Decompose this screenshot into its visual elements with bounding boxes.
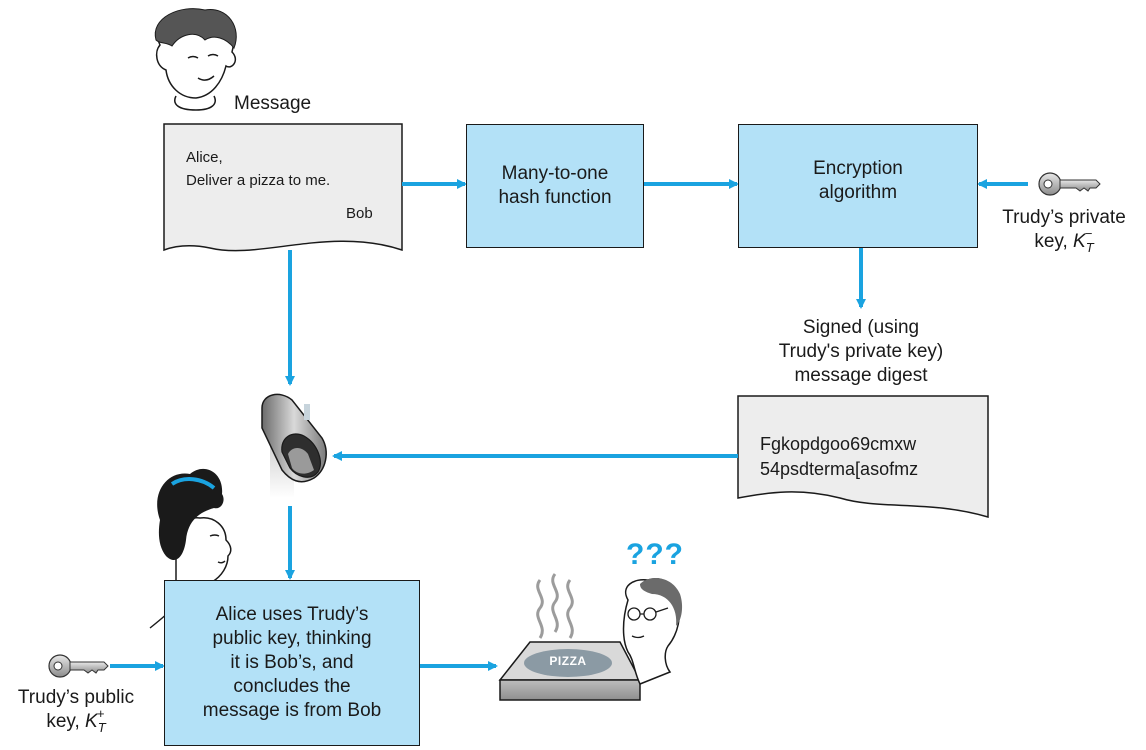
- signed-caption-line1: Signed (using: [802, 317, 920, 338]
- steam-icon: [536, 573, 574, 639]
- private-key-symbol: K: [1073, 231, 1086, 252]
- pizza-box-icon: [498, 641, 642, 701]
- alice-box-line4: concludes the: [233, 676, 351, 697]
- private-key-sup: −: [1084, 226, 1093, 241]
- person-bob-icon: [154, 8, 237, 111]
- flow-arrows: [110, 179, 1028, 671]
- private-key-line1: Trudy’s private: [1002, 207, 1126, 228]
- alice-box-line3: it is Bob’s, and: [230, 652, 354, 673]
- private-key-prefix: key,: [1034, 231, 1074, 252]
- encrypt-box-line2: algorithm: [818, 182, 898, 203]
- message-signature: Bob: [346, 205, 373, 222]
- encrypt-box-line1: Encryption: [813, 158, 903, 179]
- question-marks: ???: [626, 538, 684, 571]
- signed-caption-line2: Trudy's private key): [778, 341, 944, 362]
- alice-box-line5: message is from Bob: [202, 700, 382, 721]
- public-key-symbol: K: [85, 711, 98, 732]
- public-key-prefix: key,: [46, 711, 86, 732]
- signed-caption-line3: message digest: [794, 365, 928, 386]
- key-icon: [48, 654, 109, 678]
- digest-line1: Fgkopdgoo69cmxw: [760, 434, 917, 454]
- public-key-line2: key, KT+: [0, 706, 152, 740]
- public-key-line1: Trudy’s public: [17, 687, 135, 708]
- private-key-label: Trudy’s private key, KT−: [984, 206, 1144, 260]
- message-greeting: Alice,: [186, 149, 223, 166]
- hash-function-box: Many-to-one hash function: [466, 124, 644, 248]
- alice-conclusion-box: Alice uses Trudy’s public key, thinking …: [164, 580, 420, 746]
- hash-box-line1: Many-to-one: [501, 163, 609, 184]
- public-key-sup: +: [96, 706, 105, 721]
- alice-box-line1: Alice uses Trudy’s: [215, 604, 369, 625]
- private-key-line2: key, KT−: [984, 226, 1144, 260]
- message-document: [163, 123, 403, 252]
- public-key-label: Trudy’s public key, KT+: [0, 686, 152, 740]
- key-icon: [1038, 172, 1101, 196]
- encryption-algorithm-box: Encryption algorithm: [738, 124, 978, 248]
- hash-box-line2: hash function: [498, 187, 612, 208]
- public-key-sub: T: [97, 719, 106, 735]
- signed-digest-caption: Signed (using Trudy's private key) messa…: [756, 316, 966, 388]
- private-key-sub: T: [1085, 239, 1094, 255]
- digest-document: [737, 395, 989, 519]
- mailbox-icon: [261, 393, 327, 498]
- digest-line2: 54psdterma[asofmz: [760, 459, 919, 479]
- person-old-man-icon: [622, 578, 683, 685]
- message-body: Deliver a pizza to me.: [186, 172, 331, 189]
- message-label: Message: [234, 93, 312, 114]
- digest-text: Fgkopdgoo69cmxw 54psdterma[asofmz: [760, 432, 918, 482]
- alice-box-line2: public key, thinking: [212, 628, 372, 649]
- pizza-label: PIZZA: [549, 654, 587, 668]
